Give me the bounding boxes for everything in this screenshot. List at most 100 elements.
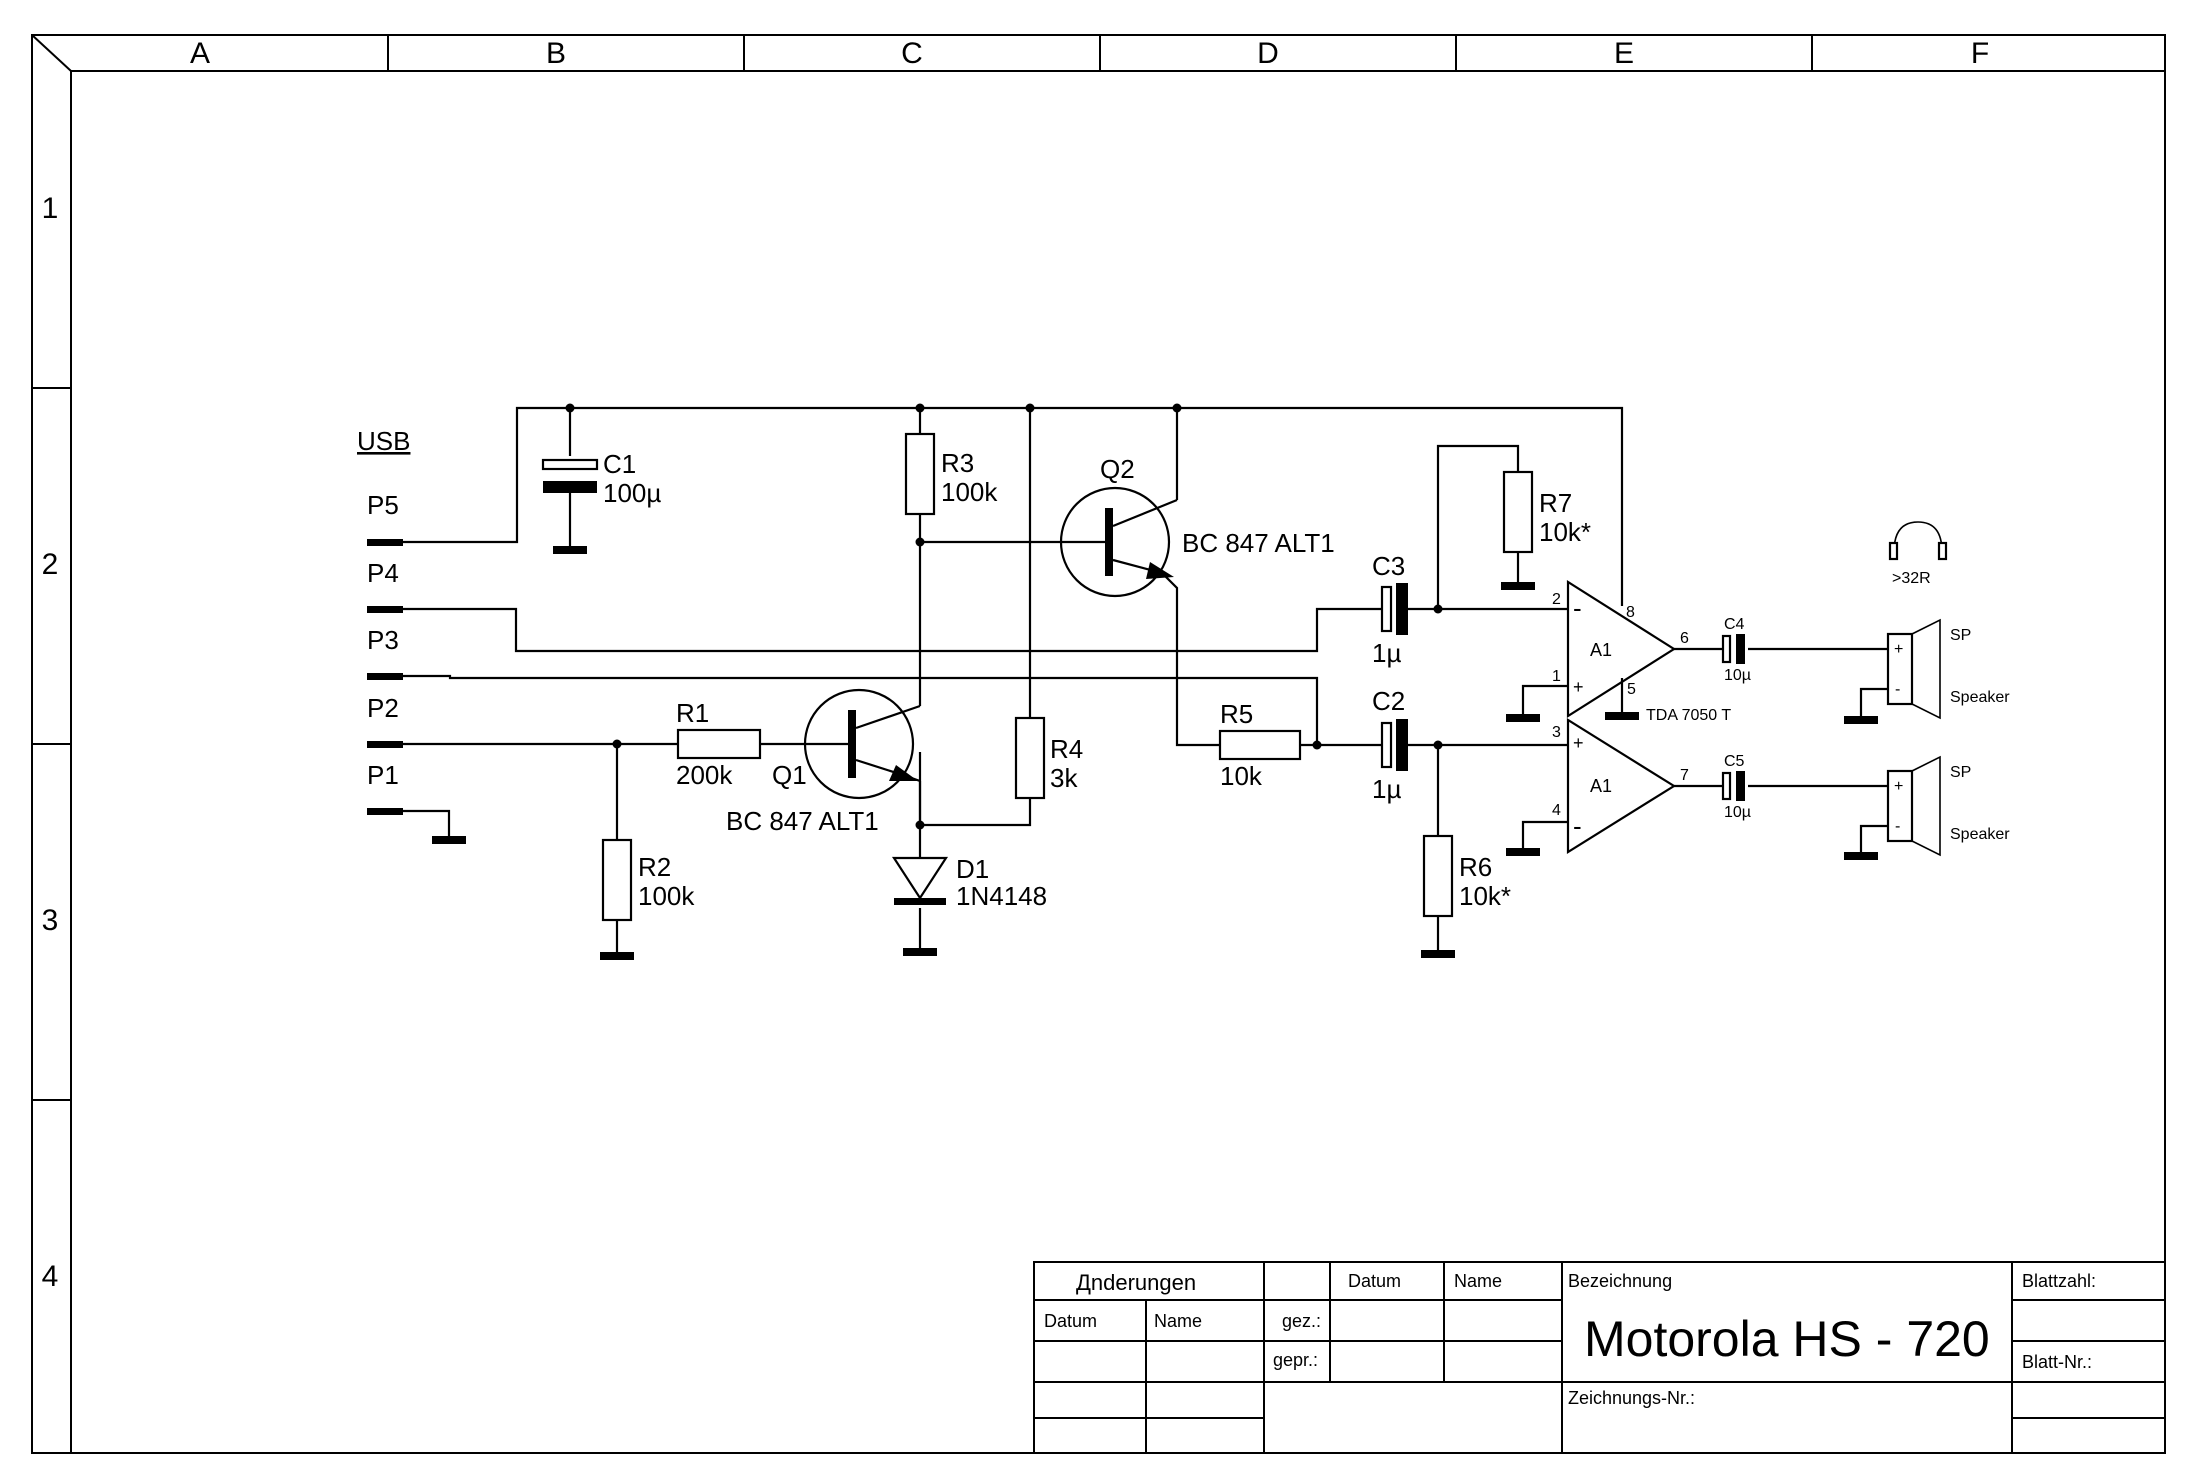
svg-text:-: - xyxy=(1895,681,1900,698)
svg-text:A1: A1 xyxy=(1590,776,1612,796)
svg-text:100µ: 100µ xyxy=(603,478,661,508)
svg-text:7: 7 xyxy=(1680,767,1689,784)
svg-text:C3: C3 xyxy=(1372,551,1405,581)
svg-text:10µ: 10µ xyxy=(1724,667,1751,684)
row-label: 2 xyxy=(42,548,59,581)
svg-text:10k*: 10k* xyxy=(1459,881,1511,911)
resistor-r7: R7 10k* xyxy=(1502,470,1591,554)
pin-p2 xyxy=(367,741,403,748)
svg-text:1µ: 1µ xyxy=(1372,774,1401,804)
gez-label: gez.: xyxy=(1282,1311,1321,1331)
amplifier-a1-top: A1 - + 2 1 8 6 5 TDA 7050 T xyxy=(1552,580,1731,724)
svg-text:D1: D1 xyxy=(956,854,989,884)
svg-text:6: 6 xyxy=(1680,630,1689,647)
changes-header: Дnderungen xyxy=(1076,1270,1196,1295)
ground-icon xyxy=(1844,852,1878,860)
row-label: 1 xyxy=(42,192,59,225)
ground-symbols xyxy=(432,546,1878,960)
svg-text:-: - xyxy=(1573,593,1582,623)
resistor-r6: R6 10k* xyxy=(1422,834,1511,918)
svg-text:1: 1 xyxy=(1552,668,1561,685)
svg-text:4: 4 xyxy=(1552,802,1561,819)
column-label: B xyxy=(546,37,566,70)
capacitor-c5: C5 10µ xyxy=(1721,753,1751,821)
speaker-bottom: + - SP Speaker xyxy=(1886,755,2010,857)
svg-text:5: 5 xyxy=(1627,681,1636,698)
pin-p1 xyxy=(367,808,403,815)
ground-icon xyxy=(1844,716,1878,724)
row-label: 4 xyxy=(42,1260,59,1293)
svg-text:SP: SP xyxy=(1950,764,1971,781)
svg-text:1µ: 1µ xyxy=(1372,638,1401,668)
svg-text:SP: SP xyxy=(1950,627,1971,644)
column-label: E xyxy=(1614,37,1634,70)
svg-text:A1: A1 xyxy=(1590,640,1612,660)
ground-icon xyxy=(1605,712,1639,720)
svg-text:BC 847 ALT1: BC 847 ALT1 xyxy=(726,806,879,836)
pin-label-p3: P3 xyxy=(367,625,399,655)
drawing-title: Motorola HS - 720 xyxy=(1584,1311,1990,1367)
capacitor-c4: C4 10µ xyxy=(1721,616,1751,684)
ground-icon xyxy=(1421,950,1455,958)
resistor-r3: R3 100k xyxy=(904,432,998,516)
resistor-r1: R1 200k xyxy=(676,698,762,790)
ground-icon xyxy=(1506,848,1540,856)
ground-icon xyxy=(432,836,466,844)
junctions xyxy=(565,403,1443,830)
svg-text:R2: R2 xyxy=(638,852,671,882)
svg-text:8: 8 xyxy=(1626,604,1635,621)
svg-text:200k: 200k xyxy=(676,760,733,790)
svg-text:C5: C5 xyxy=(1724,753,1745,770)
bezeichnung-label: Bezeichnung xyxy=(1568,1271,1672,1291)
ground-icon xyxy=(903,948,937,956)
capacitor-c2: C2 1µ xyxy=(1372,686,1408,804)
svg-text:-: - xyxy=(1895,818,1900,835)
speaker-top: + - SP Speaker xyxy=(1886,618,2010,720)
svg-text:C1: C1 xyxy=(603,449,636,479)
svg-text:10µ: 10µ xyxy=(1724,804,1751,821)
svg-text:C4: C4 xyxy=(1724,616,1745,633)
ground-icon xyxy=(553,546,587,554)
changes-name: Name xyxy=(1154,1311,1202,1331)
pin-label-p1: P1 xyxy=(367,760,399,790)
svg-text:Q2: Q2 xyxy=(1100,454,1135,484)
svg-text:+: + xyxy=(1573,733,1584,753)
svg-text:Speaker: Speaker xyxy=(1950,826,2010,843)
pin-label-p5: P5 xyxy=(367,490,399,520)
diode-d1: D1 1N4148 xyxy=(891,854,1047,911)
ground-icon xyxy=(1501,582,1535,590)
svg-text:Speaker: Speaker xyxy=(1950,689,2010,706)
column-labels: A B C D E F xyxy=(190,37,1989,70)
svg-text:3: 3 xyxy=(1552,724,1561,741)
svg-text:TDA 7050 T: TDA 7050 T xyxy=(1646,707,1731,724)
pin-label-p2: P2 xyxy=(367,693,399,723)
svg-text:+: + xyxy=(1894,641,1903,658)
transistor-q1: Q1 BC 847 ALT1 xyxy=(726,688,922,836)
svg-text:Q1: Q1 xyxy=(772,760,807,790)
svg-text:R3: R3 xyxy=(941,448,974,478)
usb-label: USB xyxy=(357,426,410,456)
svg-text:R5: R5 xyxy=(1220,699,1253,729)
column-label: D xyxy=(1257,37,1279,70)
svg-text:10k*: 10k* xyxy=(1539,517,1591,547)
svg-text:+: + xyxy=(1894,778,1903,795)
svg-text:2: 2 xyxy=(1552,591,1561,608)
svg-text:R1: R1 xyxy=(676,698,709,728)
svg-text:3k: 3k xyxy=(1050,763,1078,793)
svg-text:BC 847 ALT1: BC 847 ALT1 xyxy=(1182,528,1335,558)
pin-p5 xyxy=(367,539,403,546)
capacitor-c1: C1 100µ xyxy=(541,449,661,508)
transistor-q2: Q2 BC 847 ALT1 xyxy=(1059,454,1335,598)
amplifier-a1-bottom: A1 + - 3 4 7 xyxy=(1552,718,1689,854)
headphones-icon: >32R xyxy=(1888,521,1948,587)
svg-text:1N4148: 1N4148 xyxy=(956,881,1047,911)
svg-text:+: + xyxy=(1573,677,1584,697)
svg-text:10k: 10k xyxy=(1220,761,1263,791)
gepr-label: gepr.: xyxy=(1273,1350,1318,1370)
zeichnungs-nr-label: Zeichnungs-Nr.: xyxy=(1568,1388,1695,1408)
ground-icon xyxy=(1506,714,1540,722)
svg-text:100k: 100k xyxy=(638,881,695,911)
svg-text:R6: R6 xyxy=(1459,852,1492,882)
column-label: A xyxy=(190,37,210,70)
